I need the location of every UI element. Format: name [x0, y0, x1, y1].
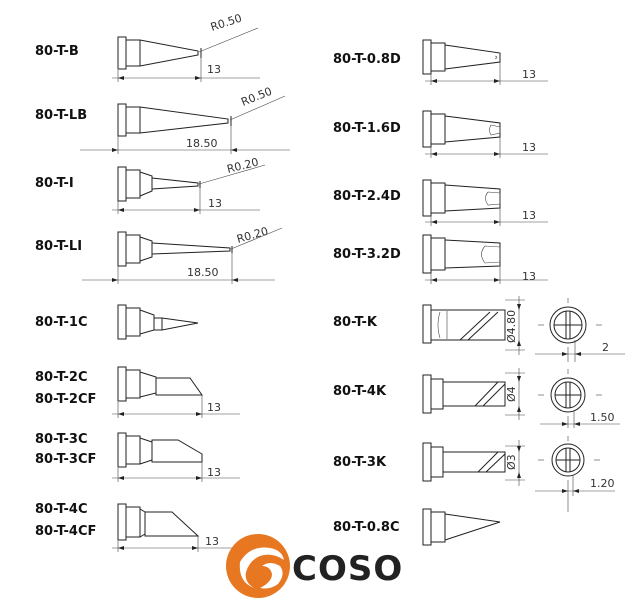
end-view-drawing — [535, 298, 625, 362]
tip-label: 80-T-1.6D — [333, 121, 401, 136]
width-dimension: 1.20 — [590, 477, 615, 490]
tip-label: 80-T-2.4D — [333, 189, 401, 204]
tip-label-cf: 80-T-4CF — [35, 524, 96, 539]
tip-label: 80-T-K — [333, 315, 378, 330]
tip-80-t-4c: 80-T-4C 80-T-4CF 13 — [35, 502, 236, 552]
tip-drawing — [422, 39, 548, 85]
tip-drawing — [422, 234, 548, 284]
length-dimension: 13 — [205, 535, 219, 548]
length-dimension: 13 — [522, 209, 536, 222]
tip-drawing — [82, 227, 283, 284]
tip-80-t-b: 80-T-B R0.50 13 — [35, 12, 260, 82]
end-view-drawing — [538, 369, 620, 428]
tip-80-t-2c: 80-T-2C 80-T-2CF 13 — [35, 366, 240, 418]
length-dimension: 18.50 — [187, 266, 219, 279]
tip-80-t-0-8d: 80-T-0.8D 13 — [333, 39, 548, 85]
radius-dimension: R0.20 — [226, 156, 260, 176]
coso-logo-icon — [226, 534, 290, 598]
brand-logo: COSO — [226, 534, 403, 598]
radius-dimension: R0.20 — [235, 225, 269, 246]
tip-80-t-i: 80-T-I R0.20 13 — [35, 156, 266, 214]
radius-dimension: R0.50 — [239, 85, 274, 109]
tip-label: 80-T-B — [35, 44, 79, 59]
brand-name: COSO — [292, 549, 403, 589]
tip-drawing — [112, 164, 266, 214]
tip-label: 80-T-3C — [35, 432, 88, 447]
tip-80-t-lb: 80-T-LB R0.50 18.50 — [35, 85, 290, 154]
tip-80-t-3-2d: 80-T-3.2D 13 — [333, 234, 548, 284]
tip-drawing — [112, 432, 240, 482]
tip-80-t-2-4d: 80-T-2.4D 13 — [333, 179, 548, 226]
length-dimension: 13 — [522, 141, 536, 154]
tip-label: 80-T-0.8C — [333, 520, 400, 535]
tip-80-t-3k: 80-T-3K Ø3 — [333, 436, 615, 512]
tip-drawing — [422, 179, 548, 226]
tip-drawing — [80, 95, 290, 154]
tip-label: 80-T-I — [35, 176, 74, 191]
length-dimension: 18.50 — [186, 137, 218, 150]
tip-label: 80-T-LB — [35, 108, 87, 123]
tip-drawing — [422, 368, 525, 420]
tip-label: 80-T-4C — [35, 502, 88, 517]
length-dimension: 13 — [207, 63, 221, 76]
tip-label: 80-T-3K — [333, 455, 387, 470]
length-dimension: 13 — [208, 197, 222, 210]
tip-80-t-k: 80-T-K Ø4.80 — [333, 296, 625, 362]
diameter-dimension: Ø4 — [505, 386, 518, 402]
tip-80-t-0-8c: 80-T-0.8C — [333, 508, 501, 546]
tip-label: 80-T-0.8D — [333, 52, 401, 67]
tip-label: 80-T-LI — [35, 239, 82, 254]
tip-80-t-3c: 80-T-3C 80-T-3CF 13 — [35, 432, 240, 482]
end-view-drawing — [535, 436, 615, 512]
tip-label: 80-T-3.2D — [333, 247, 401, 262]
tip-drawing — [112, 366, 240, 418]
tip-drawing — [422, 296, 525, 355]
length-dimension: 13 — [207, 401, 221, 414]
tip-80-t-4k: 80-T-4K Ø4 — [333, 368, 620, 428]
tip-label: 80-T-4K — [333, 384, 387, 399]
length-dimension: 13 — [522, 68, 536, 81]
tip-80-t-li: 80-T-LI R0.20 18.50 — [35, 225, 283, 284]
tip-drawing — [112, 27, 260, 82]
tip-drawing — [422, 110, 548, 158]
length-dimension: 13 — [522, 270, 536, 283]
tip-80-t-1c: 80-T-1C — [35, 304, 199, 340]
tip-label-cf: 80-T-2CF — [35, 392, 96, 407]
diameter-dimension: Ø3 — [505, 454, 518, 470]
radius-dimension: R0.50 — [209, 12, 244, 34]
diameter-dimension: Ø4.80 — [505, 310, 518, 343]
tip-label: 80-T-2C — [35, 370, 88, 385]
tip-80-t-1-6d: 80-T-1.6D 13 — [333, 110, 548, 158]
tip-drawing — [112, 503, 236, 552]
tip-drawing — [422, 508, 501, 546]
width-dimension: 2 — [602, 341, 609, 354]
tip-label-cf: 80-T-3CF — [35, 452, 96, 467]
length-dimension: 13 — [207, 466, 221, 479]
tip-drawing — [117, 304, 199, 340]
width-dimension: 1.50 — [590, 411, 615, 424]
tip-drawing — [422, 440, 525, 486]
tip-label: 80-T-1C — [35, 315, 88, 330]
